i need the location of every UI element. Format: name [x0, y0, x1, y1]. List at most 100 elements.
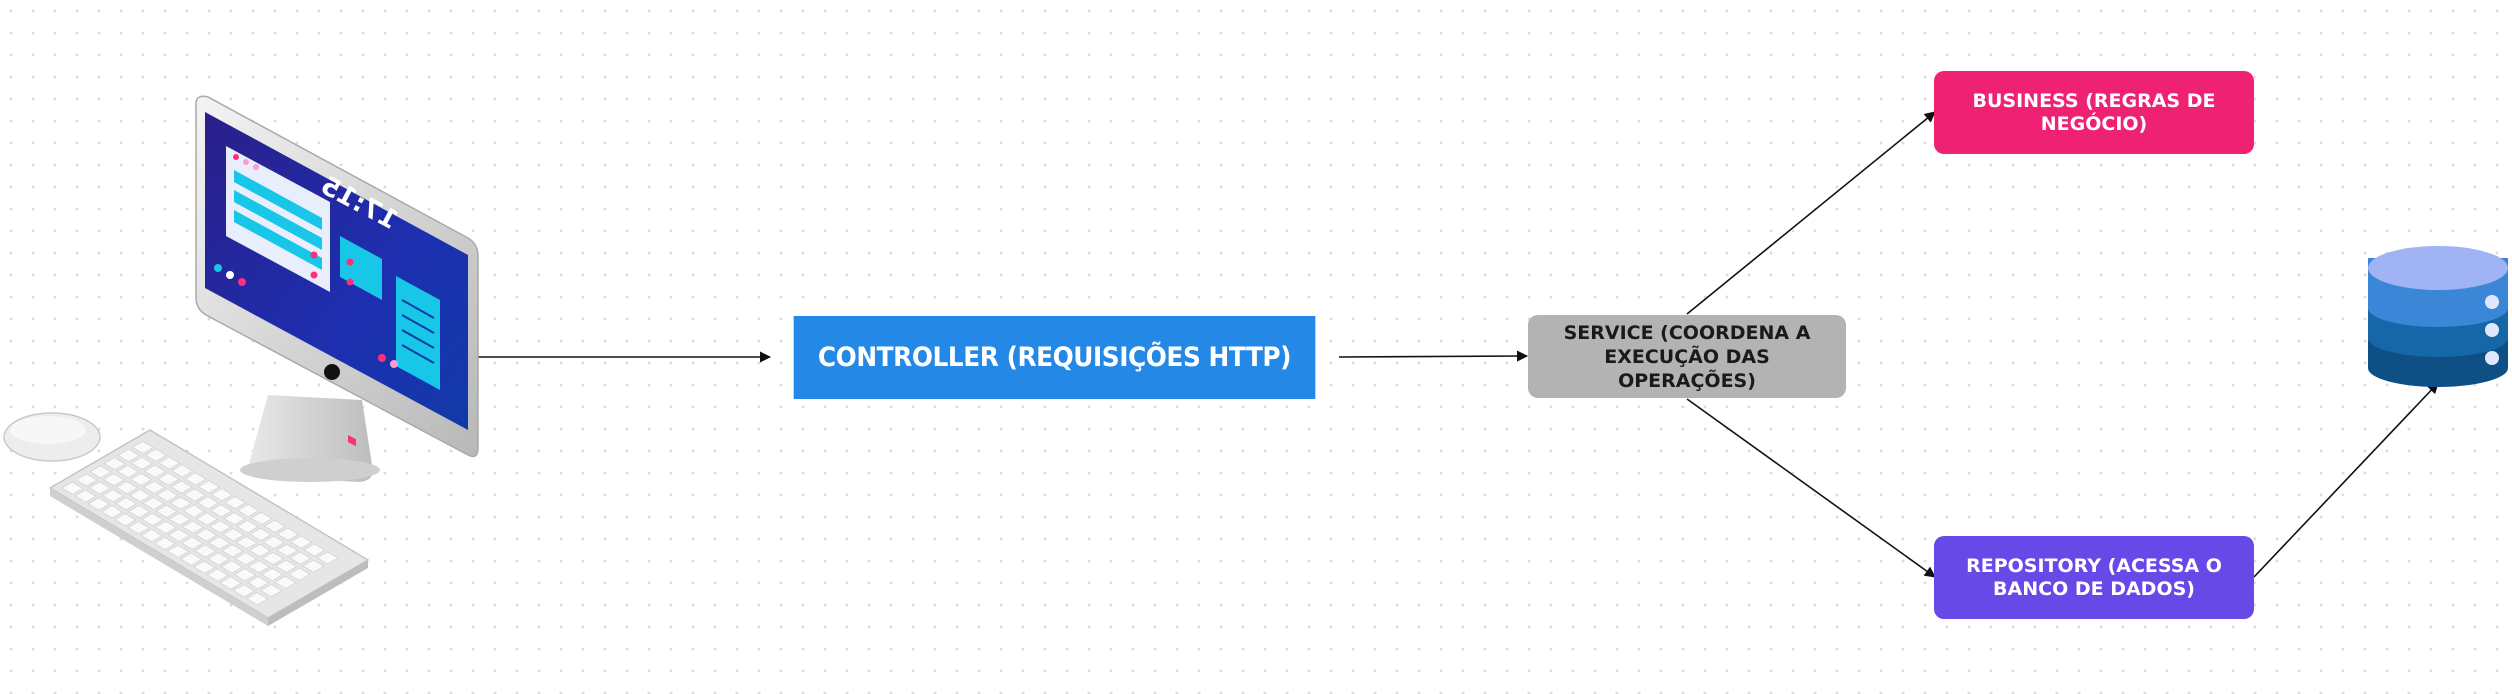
edge-controller-service [1338, 350, 1529, 362]
keyboard-key [117, 448, 140, 463]
keyboard-key [157, 472, 180, 486]
keyboard-key [247, 559, 271, 574]
keyboard-key [208, 536, 231, 550]
edge-service-repository [1686, 398, 1936, 578]
keyboard-key [274, 575, 297, 590]
keyboard-key [155, 504, 178, 518]
keyboard-key [261, 551, 285, 566]
keyboard-key [102, 473, 126, 487]
edge-repository-database [2253, 382, 2439, 578]
keyboard-key [193, 560, 216, 574]
keyboard-key [260, 567, 284, 582]
keyboard-key [221, 544, 244, 558]
keyboard-key [235, 536, 258, 550]
service-node: SERVICE (COORDENA A EXECUÇÃO DAS OPERAÇÕ… [1528, 315, 1846, 398]
keyboard-key [195, 512, 219, 526]
controller-node: CONTROLLER (REQUISIÇÕES HTTP) [793, 316, 1316, 399]
keyboard-key [196, 496, 220, 510]
keyboard-key [237, 503, 260, 518]
keyboard-key [220, 560, 243, 574]
keyboard-key [219, 576, 243, 590]
keyboard-key [274, 559, 298, 573]
keyboard-key [194, 544, 217, 558]
keyboard-key [248, 543, 272, 558]
keyboard-key [246, 576, 270, 590]
keyboard-key [249, 527, 272, 542]
keyboard-key [89, 465, 112, 479]
keyboard-key [232, 584, 256, 598]
desktop-computer-icon: 17:15 [3, 95, 479, 626]
keyboard-key [170, 480, 193, 494]
keyboard-key [168, 512, 192, 526]
keyboard-key [246, 592, 269, 606]
keyboard-key [131, 440, 155, 454]
keyboard-key [234, 552, 258, 566]
keyboard-key [182, 504, 206, 518]
service-label: SERVICE (COORDENA A EXECUÇÃO DAS OPERAÇÕ… [1563, 321, 1811, 392]
keyboard-key [167, 528, 191, 542]
keyboard-key [303, 543, 326, 557]
database-icon [2368, 246, 2508, 387]
keyboard-key [250, 511, 273, 526]
keyboard-key [157, 456, 181, 470]
keyboard-key [260, 583, 283, 598]
keyboard-key [262, 535, 286, 550]
keyboard-key [223, 495, 247, 510]
keyboard-key [142, 480, 166, 494]
keyboard-key [74, 489, 97, 503]
keyboard-key [153, 536, 177, 551]
keyboard-key [181, 520, 205, 534]
keyboard-key [140, 528, 163, 543]
keyboard-key [100, 505, 124, 519]
repository-node: REPOSITORY (ACESSA O BANCO DE DADOS) [1934, 536, 2254, 619]
keyboard-key [289, 551, 312, 565]
keyboard-key [128, 504, 151, 519]
keyboard-key [166, 544, 190, 558]
keyboard-key [127, 521, 150, 535]
keyboard-key [197, 480, 221, 494]
keyboard-key [144, 448, 168, 462]
keyboard-key [276, 527, 300, 541]
keyboard-key [180, 536, 204, 550]
keyboard-key [233, 568, 257, 582]
keyboard-key [184, 472, 207, 486]
keyboard-key [207, 552, 230, 566]
controller-label: CONTROLLER (REQUISIÇÕES HTTP) [817, 342, 1292, 373]
keyboard-key [236, 519, 259, 534]
keyboard-key [302, 559, 325, 573]
edge-service-business [1686, 111, 1936, 315]
keyboard-key [171, 464, 194, 478]
keyboard-key [101, 489, 125, 503]
repository-label: REPOSITORY (ACESSA O BANCO DE DADOS) [1966, 554, 2222, 600]
keyboard-key [141, 512, 164, 527]
keyboard-key [206, 568, 229, 582]
keyboard-key [114, 513, 137, 527]
keyboard-key [115, 480, 139, 495]
keyboard-key [116, 464, 140, 479]
keyboard-key [128, 488, 152, 503]
business-node: BUSINESS (REGRAS DE NEGÓCIO) [1934, 71, 2254, 154]
keyboard-key [156, 488, 179, 502]
keyboard-key [61, 481, 84, 495]
connections [478, 111, 2439, 578]
keyboard-key [208, 520, 232, 534]
keyboard-key [316, 551, 339, 565]
keyboard-key [275, 543, 299, 557]
keyboard-key [223, 512, 246, 526]
keyboard-key [183, 488, 206, 502]
keyboard-key [154, 520, 177, 535]
keyboard-key [75, 473, 98, 487]
keyboard-key [103, 457, 126, 471]
keyboard-key [114, 497, 138, 511]
business-label: BUSINESS (REGRAS DE NEGÓCIO) [1972, 89, 2216, 135]
keyboard-key [87, 497, 111, 511]
keyboard-key [209, 504, 233, 518]
keyboard-key [222, 528, 245, 542]
keyboard-key [180, 552, 203, 566]
keyboard-key [143, 464, 167, 478]
keyboard-key [210, 488, 234, 502]
keyboard-key [288, 567, 311, 581]
keyboard-key [289, 535, 313, 549]
keyboard-key [263, 519, 287, 533]
